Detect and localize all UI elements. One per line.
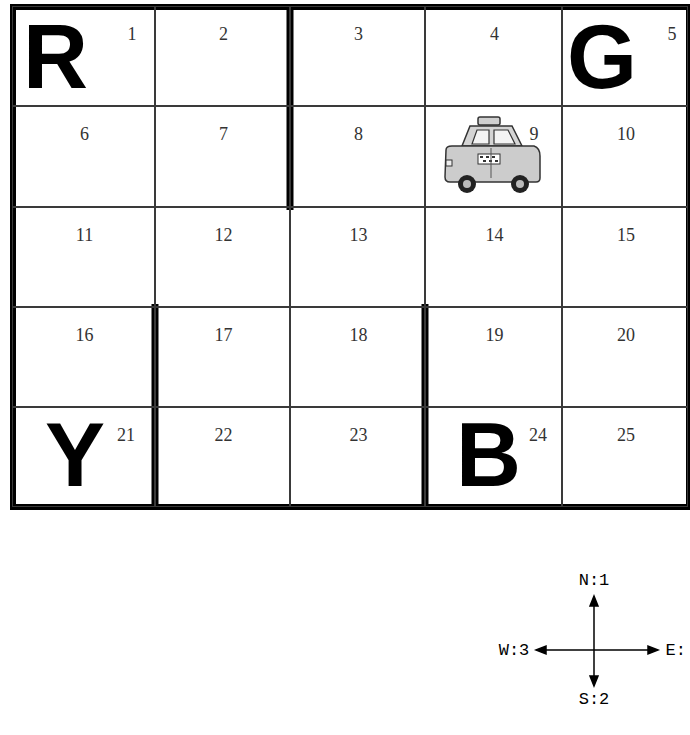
grid-cell: 10 (562, 106, 688, 207)
cell-number: 10 (617, 125, 635, 143)
location-letter: Y (45, 410, 105, 500)
cell-number: 8 (354, 125, 363, 143)
cell-number: 12 (215, 226, 233, 244)
cell-number: 20 (617, 326, 635, 344)
cell-number: 19 (486, 326, 504, 344)
cell-number: 4 (490, 25, 499, 43)
cell-number: 25 (617, 426, 635, 444)
grid-cell: B 24 (425, 407, 562, 507)
cell-number: 21 (117, 426, 135, 444)
cell-number: 11 (76, 226, 93, 244)
location-letter: B (456, 410, 521, 500)
cell-number: 18 (350, 326, 368, 344)
wall (155, 6, 425, 507)
cell-number: 3 (354, 25, 363, 43)
compass-label: N:1 (579, 572, 610, 589)
grid-cell: 20 (562, 307, 688, 407)
cell-number: 24 (529, 426, 547, 444)
compass-label: E: (666, 642, 686, 659)
cell-number: 2 (219, 25, 228, 43)
grid-cell: 11 (12, 207, 155, 307)
cell-number: 16 (76, 326, 94, 344)
grid-cell: 16 (12, 307, 155, 407)
cell-number: 22 (215, 426, 233, 444)
grid-cell: 14 (425, 207, 562, 307)
grid-cell: 8 (290, 106, 425, 207)
cell-number: 15 (617, 226, 635, 244)
grid-cell: 3 (290, 6, 425, 106)
cell-number: 1 (128, 25, 137, 43)
cell-number: 9 (530, 125, 539, 143)
compass-label: S:2 (579, 691, 610, 708)
grid-cell: G5 (562, 6, 688, 106)
grid-cell: 19 (425, 307, 562, 407)
grid-cell: 6 (12, 106, 155, 207)
grid-cell: 22 (155, 407, 290, 507)
location-letter: G (567, 12, 637, 102)
cell-number: 14 (486, 226, 504, 244)
grid-cell: 25 (562, 407, 688, 507)
cell-number: 13 (350, 226, 368, 244)
grid-cell: R1 (12, 6, 155, 106)
grid-cell: 12 (155, 207, 290, 307)
grid-cell: 9 (425, 106, 562, 207)
cell-number: 6 (80, 125, 89, 143)
cell-number: 17 (215, 326, 233, 344)
grid-cell: 7 (155, 106, 290, 207)
cell-number: 5 (668, 25, 677, 43)
grid-cell: 23 (290, 407, 425, 507)
cell-number: 7 (219, 125, 228, 143)
grid-cell: 4 (425, 6, 562, 106)
grid-cell: 17 (155, 307, 290, 407)
grid-cell: 18 (290, 307, 425, 407)
grid-cell: 13 (290, 207, 425, 307)
location-letter: R (23, 12, 88, 102)
grid-cell: 15 (562, 207, 688, 307)
taxi-icon (445, 117, 540, 193)
grid-cell: 2 (155, 6, 290, 106)
cell-number: 23 (350, 426, 368, 444)
grid-cell: Y 21 (12, 407, 155, 507)
grid-border (13, 7, 689, 507)
compass-label: W:3 (499, 642, 530, 659)
compass-arrows (536, 596, 658, 686)
